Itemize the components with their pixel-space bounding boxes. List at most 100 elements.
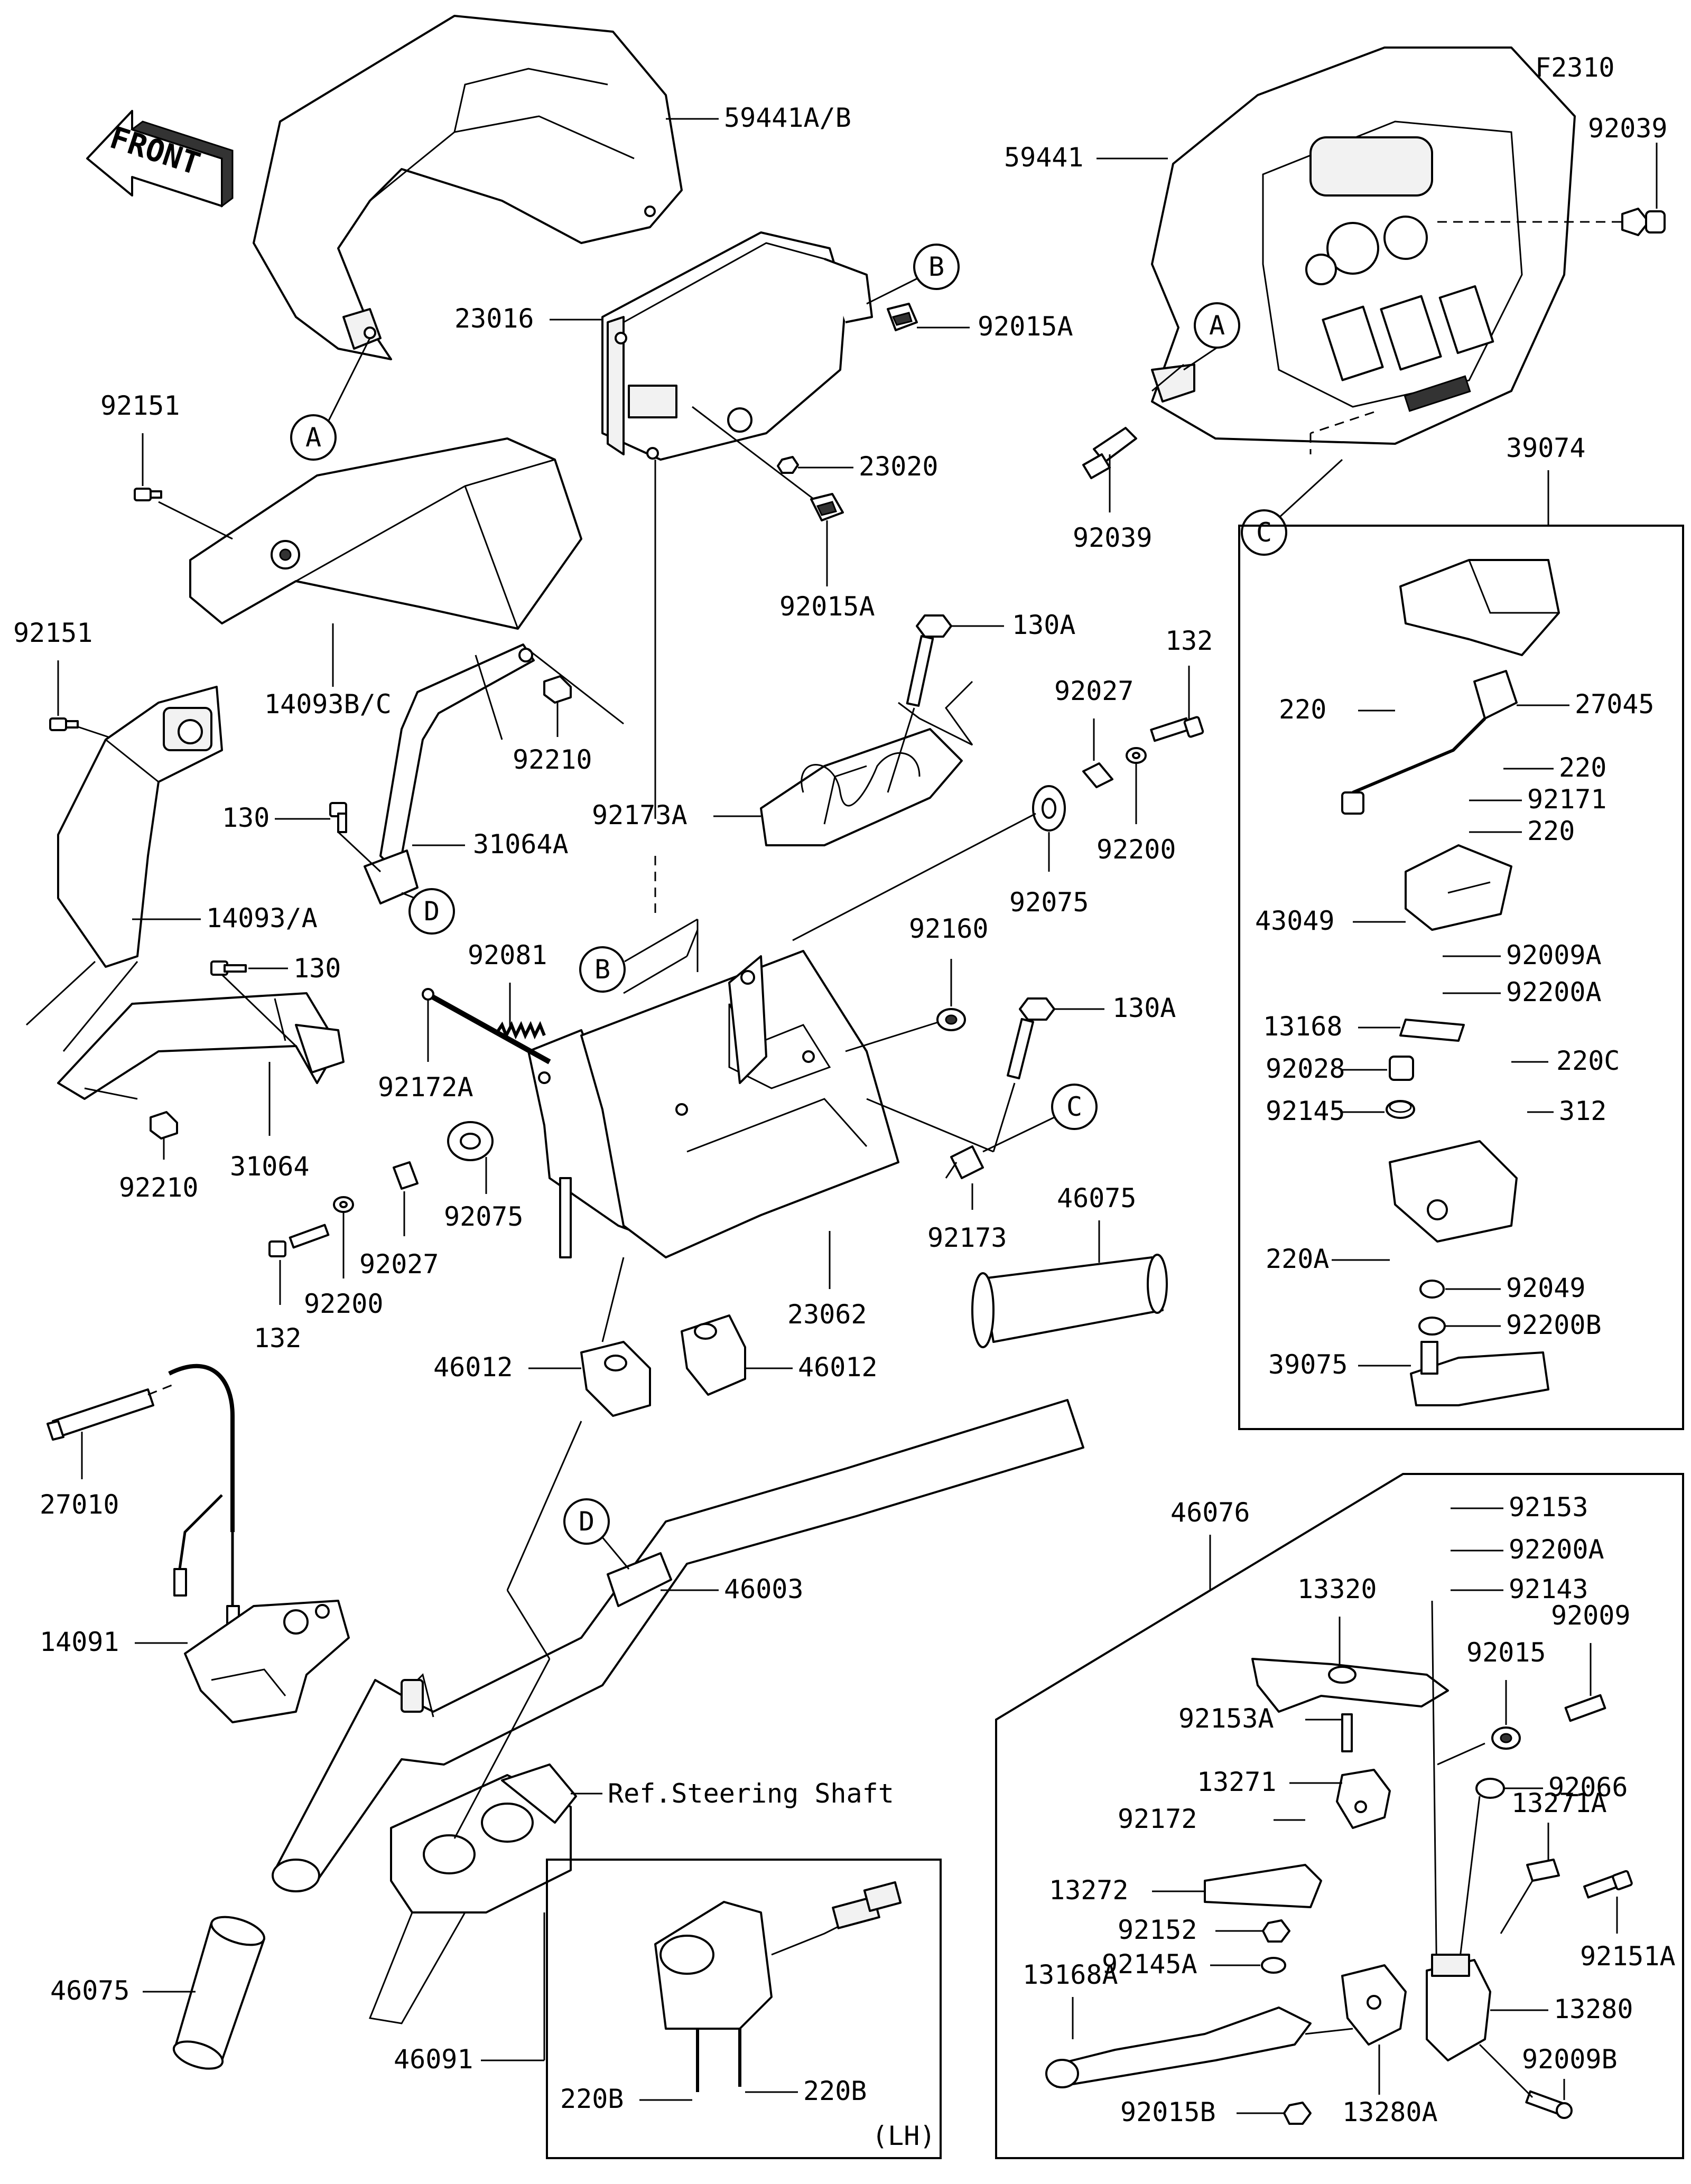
throttle-case-box-39074 [1238,525,1684,1430]
ref-letter-d-bottom: D [579,1506,594,1537]
label-13271: 13271 [1197,1767,1277,1797]
bolt-130a-lower [1007,997,1055,1080]
label-92009a: 92009A [1506,940,1602,970]
label-92009: 92009 [1551,1600,1631,1631]
label-92173a: 92173A [592,800,687,830]
ref-letter-d-top: D [424,896,440,927]
handlebar-holder-46091 [368,1763,577,2024]
label-59441: 59441 [1004,142,1084,173]
ref-circle-d-bottom [563,1498,610,1545]
bolt-92151-upper [134,488,162,501]
label-92145: 92145 [1266,1096,1345,1126]
collar-92027-upper [1082,762,1113,788]
label-92066: 92066 [1548,1772,1628,1803]
ref-letter-a-right: A [1209,310,1225,341]
label-92153: 92153 [1509,1492,1588,1523]
bolt-130a-upper [906,614,952,707]
label-130-upper: 130 [222,802,270,833]
ref-letter-a-left: A [305,422,321,453]
clip-92173 [945,1145,984,1179]
handlebar-46003 [272,1399,1084,1892]
spring-92081 [495,1021,546,1040]
label-92027-lower: 92027 [359,1249,439,1280]
switch-27045 [1341,670,1518,815]
label-92145a: 92145A [1102,1949,1197,1980]
label-13320: 13320 [1297,1574,1377,1604]
bolt-130-upper [329,802,347,833]
bolt-92172a [422,988,551,1065]
plate-13168 [1399,1019,1465,1042]
label-92075-upper: 92075 [1009,887,1089,918]
label-92210-upper: 92210 [513,744,592,775]
label-92151-lower: 92151 [13,618,93,648]
label-92200-lower: 92200 [304,1289,384,1319]
label-92172: 92172 [1118,1804,1197,1834]
collar-92027-lower [393,1161,419,1190]
cover-14091 [184,1600,350,1723]
bolt-92009b [1525,2090,1573,2119]
bracket-13271 [1336,1769,1391,1829]
front-arrow-icon: FRONT [86,110,234,208]
bolt-92151-lower [49,717,79,731]
grip-46075-left [172,1916,265,2070]
label-132-upper: 132 [1165,626,1213,656]
cover-43049 [1405,844,1512,931]
washer-92015 [1491,1726,1521,1750]
cowl-cover-59441ab [253,15,683,360]
label-92200a-lower: 92200A [1509,1534,1604,1565]
grip-46075-right [971,1254,1168,1348]
label-220a: 220A [1266,1244,1329,1274]
pin-92153a [1341,1713,1353,1752]
ref-circle-d-top [408,888,455,935]
label-13280: 13280 [1554,1994,1633,2024]
label-13272: 13272 [1049,1875,1129,1906]
label-92143: 92143 [1509,1574,1588,1604]
label-46012-left: 46012 [433,1352,513,1383]
lh-note: (LH) [872,2121,935,2151]
label-92027-upper: 92027 [1054,676,1134,706]
nut-92210-lower [150,1111,178,1140]
lever-13320 [1251,1658,1449,1713]
label-43049: 43049 [1255,906,1335,936]
lever-13168a [1045,2006,1312,2088]
label-13168a: 13168A [1023,1959,1118,1990]
label-92210-lower: 92210 [119,1172,199,1203]
label-220b-left: 220B [560,2084,624,2114]
handguard-14093a [57,686,223,968]
bolt-132-upper [1150,716,1204,742]
label-92160: 92160 [909,913,989,944]
clip-92039-top [1621,208,1666,236]
nut-92015b [1283,2102,1312,2125]
label-27045: 27045 [1575,689,1655,720]
bolt-92009 [1564,1694,1606,1722]
bolt-130-lower [210,960,247,976]
label-220-b: 220 [1559,752,1606,783]
label-92153a: 92153A [1178,1703,1274,1734]
label-92151a: 92151A [1580,1941,1676,1972]
holder-46012-left [580,1341,651,1417]
label-23020: 23020 [859,451,939,482]
clip-92015a-upper [887,303,918,331]
label-14093a: 14093/A [206,903,318,934]
label-92172a: 92172A [378,1072,473,1103]
label-23016: 23016 [454,303,534,334]
bolt-92151a [1583,1870,1633,1899]
ref-circle-c-top [1241,509,1287,556]
clip-92015a-lower [810,493,844,521]
label-59441ab: 59441A/B [724,102,851,133]
label-92049: 92049 [1506,1273,1586,1303]
ref-circle-c-center [1051,1084,1098,1130]
label-92015a-upper: 92015A [978,311,1073,342]
throttle-case-lower [1389,1140,1518,1243]
bolt-132-lower [268,1224,330,1257]
master-cylinder-13280 [1426,1954,1491,2061]
damper-92075-upper [1032,785,1066,832]
label-130-lower: 130 [293,953,341,984]
ref-circle-b-top [913,244,960,290]
label-220b-right: 220B [803,2076,867,2106]
label-13271a: 13271A [1511,1788,1607,1818]
washer-92200b [1418,1317,1446,1336]
label-46091: 46091 [394,2044,473,2075]
label-31064: 31064 [230,1151,310,1182]
